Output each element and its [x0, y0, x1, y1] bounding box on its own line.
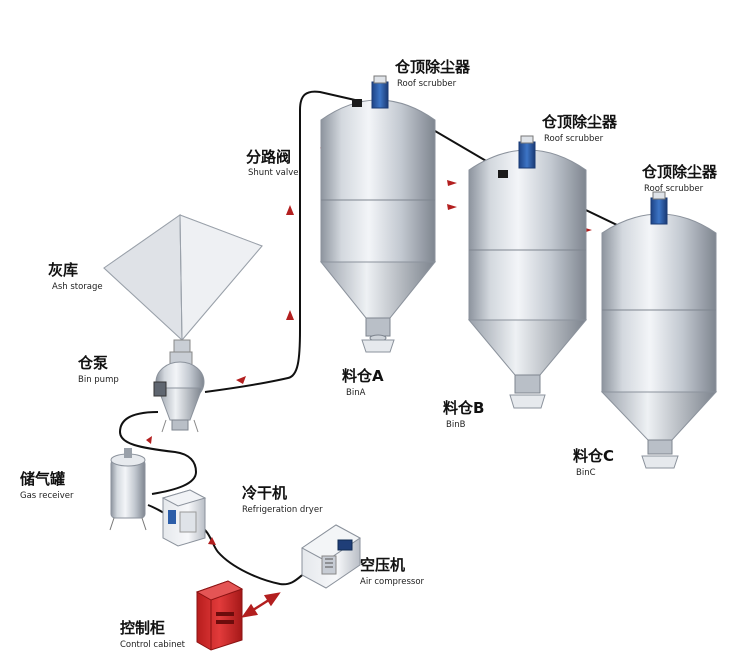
- label-cn: 分路阀: [246, 148, 291, 166]
- label-cn: 仓顶除尘器: [541, 113, 618, 131]
- label-ash-storage: 灰库 Ash storage: [48, 261, 103, 292]
- bin-pump: [153, 351, 205, 433]
- label-control-cabinet: 控制柜 Control cabinet: [120, 619, 186, 650]
- flow-arrow: [236, 376, 246, 384]
- label-cn: 空压机: [360, 556, 405, 574]
- shunt-valve-b: [498, 170, 508, 178]
- label-bin-pump: 仓泵 Bin pump: [77, 354, 119, 385]
- label-cn: 储气罐: [20, 470, 65, 488]
- flow-arrow: [447, 180, 457, 186]
- label-en: Roof scrubber: [544, 134, 604, 144]
- label-roof-scrubber-c: 仓顶除尘器 Roof scrubber: [641, 163, 718, 194]
- label-cn: 仓泵: [77, 354, 108, 372]
- label-en: BinA: [346, 388, 366, 398]
- flow-arrow: [286, 310, 294, 320]
- label-en: Ash storage: [52, 282, 103, 292]
- flow-arrow: [208, 537, 216, 545]
- label-bin-c: 料仓C BinC: [573, 447, 614, 478]
- label-en: BinB: [446, 420, 466, 430]
- label-en: Bin pump: [78, 375, 119, 385]
- label-gas-receiver: 储气罐 Gas receiver: [20, 470, 74, 501]
- label-en: Refrigeration dryer: [242, 505, 323, 515]
- label-en: Gas receiver: [20, 491, 74, 501]
- label-en: Roof scrubber: [397, 79, 457, 89]
- air-compressor: [301, 524, 361, 589]
- label-en: Roof scrubber: [644, 184, 704, 194]
- roof-scrubber-c: [650, 191, 668, 225]
- label-bin-b: 料仓B BinB: [443, 399, 484, 430]
- shunt-valve-a: [352, 99, 362, 107]
- label-en: Air compressor: [360, 577, 425, 587]
- label-shunt-valve: 分路阀 Shunt valve: [246, 148, 298, 178]
- ash-storage-hopper: [103, 214, 263, 353]
- roof-scrubber-b: [518, 135, 536, 169]
- label-bin-a: 料仓A BinA: [342, 367, 384, 398]
- bin-b: [467, 149, 588, 409]
- label-en: Control cabinet: [120, 640, 186, 650]
- label-cn: 料仓A: [342, 367, 384, 385]
- bin-c: [600, 213, 718, 469]
- signal-arrow: [241, 592, 281, 618]
- refrigeration-dryer: [161, 489, 207, 547]
- label-roof-scrubber-a: 仓顶除尘器 Roof scrubber: [394, 58, 471, 89]
- label-cn: 控制柜: [120, 619, 165, 637]
- label-cn: 仓顶除尘器: [641, 163, 718, 181]
- air-pipe-dryer-compressor: [197, 524, 307, 586]
- label-en: Shunt valve: [248, 168, 298, 178]
- label-cn: 冷干机: [242, 484, 287, 502]
- label-air-compressor: 空压机 Air compressor: [360, 556, 425, 587]
- label-roof-scrubber-b: 仓顶除尘器 Roof scrubber: [541, 113, 618, 144]
- flow-arrow: [447, 204, 457, 210]
- air-pipe-to-pump: [118, 411, 198, 495]
- label-cn: 料仓C: [573, 447, 614, 465]
- label-cn: 料仓B: [443, 399, 484, 417]
- label-cn: 灰库: [48, 261, 78, 279]
- gas-receiver: [109, 448, 147, 531]
- roof-scrubber-a: [371, 75, 389, 109]
- bin-a: [319, 99, 437, 353]
- label-en: BinC: [576, 468, 596, 478]
- flow-arrow: [146, 436, 152, 444]
- label-cn: 仓顶除尘器: [394, 58, 471, 76]
- flow-arrow: [286, 205, 294, 215]
- label-refrigeration-dryer: 冷干机 Refrigeration dryer: [242, 484, 323, 515]
- control-cabinet: [195, 580, 244, 651]
